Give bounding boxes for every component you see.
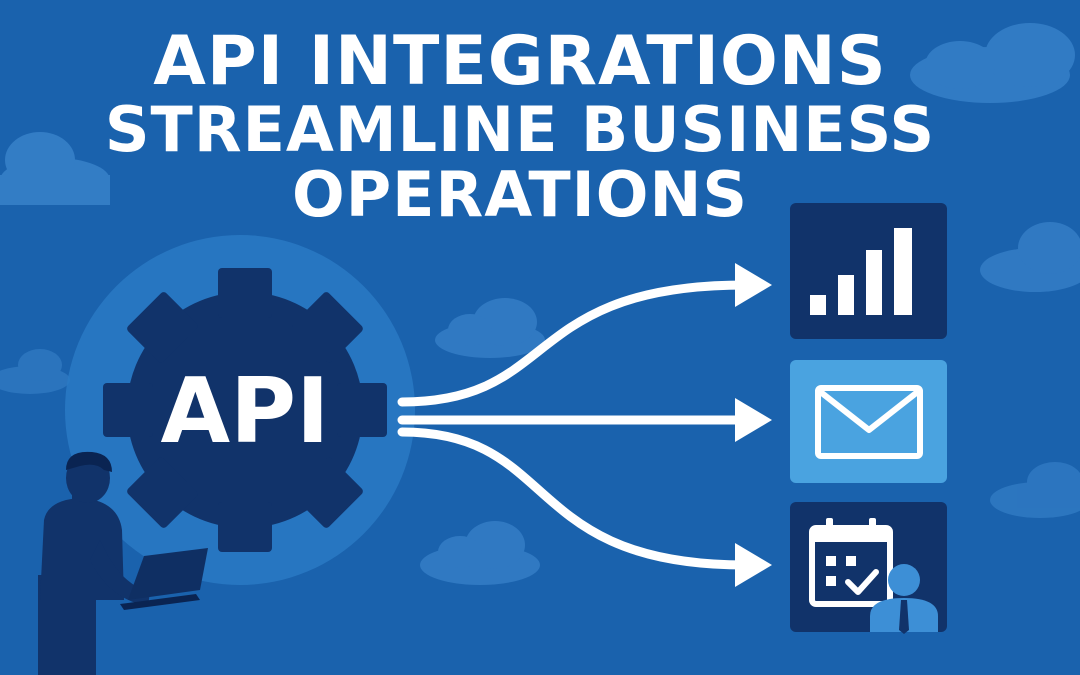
person-icon [870,564,938,634]
api-hub-label: API [160,359,329,464]
arrowhead-icon [735,263,772,307]
cloud-icon [435,298,545,358]
cloud-icon [420,521,540,585]
arrowhead-icon [735,543,772,587]
cloud-icon [0,349,70,394]
cloud-icon [980,222,1080,292]
cloud-icon [0,132,110,205]
bar-chart-icon [810,228,912,315]
headline-line-2: STREAMLINE BUSINESS [104,93,936,167]
cloud-icon [910,23,1075,103]
envelope-icon [815,385,923,459]
gear-icon [103,268,387,552]
headline-line-3: OPERATIONS [291,158,749,232]
person-with-laptop-icon [38,451,208,675]
arrow-to-analytics [397,280,750,407]
arrowhead-icon [735,398,772,442]
cloud-icon [990,462,1080,518]
email-tile [790,360,947,483]
checkmark-icon [845,569,879,595]
connection-arrows [397,280,750,570]
headline: API INTEGRATIONS STREAMLINE BUSINESS OPE… [0,26,1040,228]
arrow-to-scheduling [397,427,750,570]
headline-line-1: API INTEGRATIONS [153,22,887,101]
calendar-icon [809,518,893,607]
arrowheads [735,263,772,587]
